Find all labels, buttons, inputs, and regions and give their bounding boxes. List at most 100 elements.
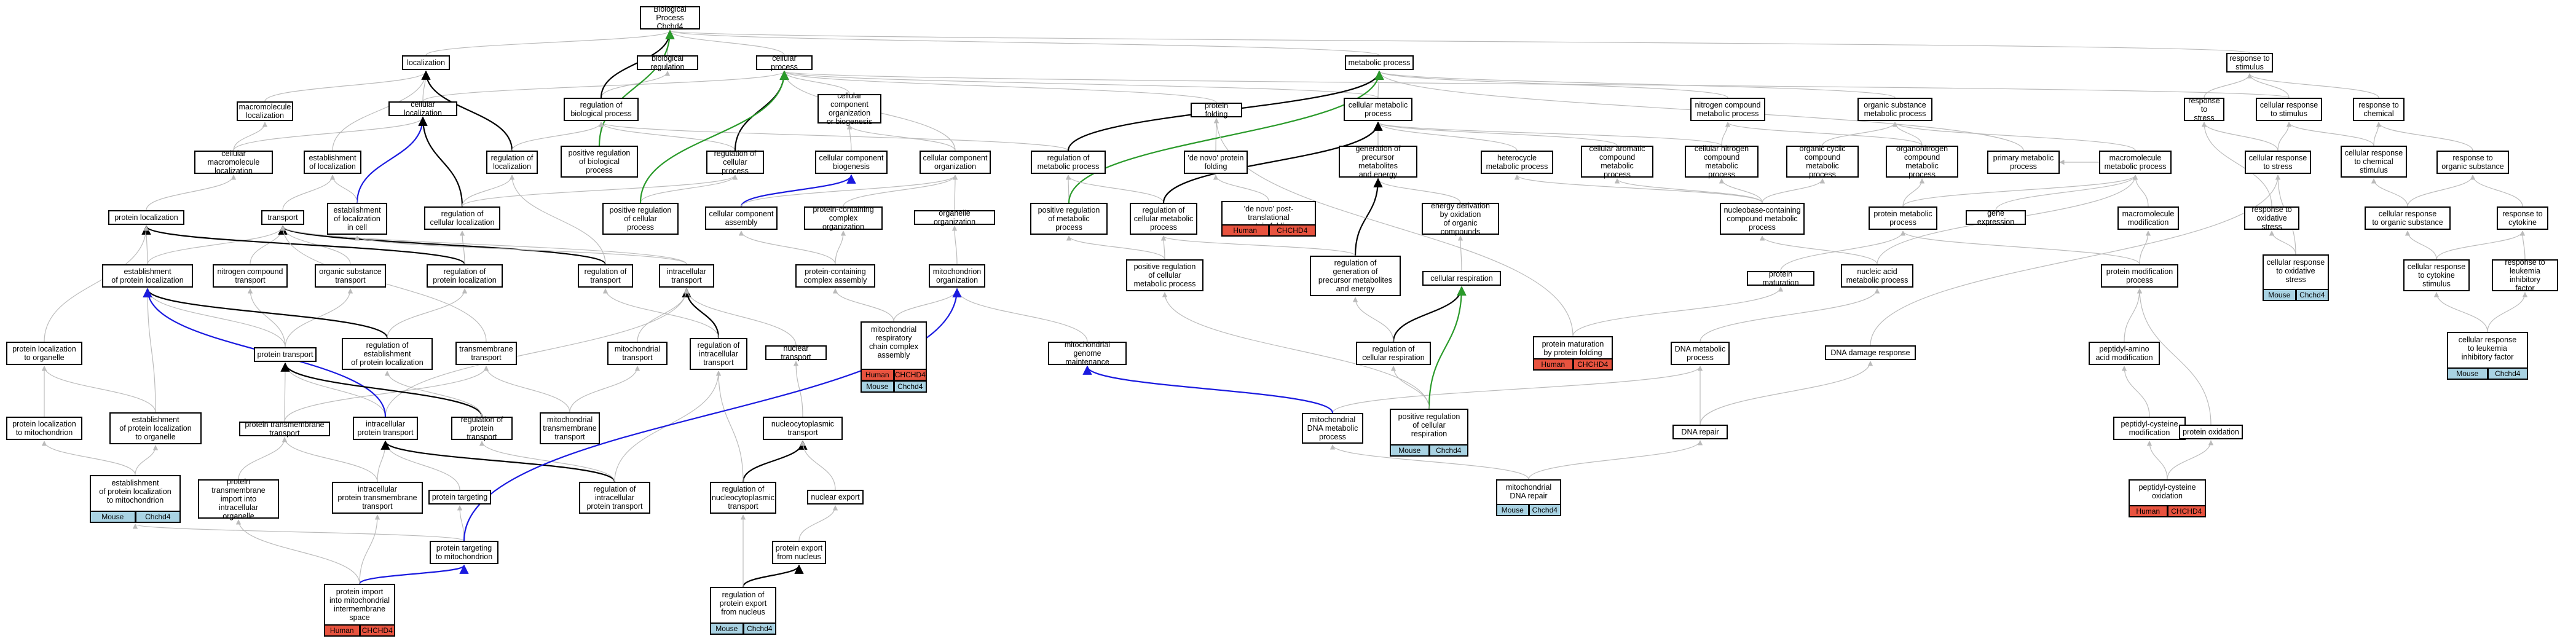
go-term-intratrans[interactable]: intracellular transport	[659, 264, 714, 288]
go-term-cellrespchem[interactable]: cellular response to chemical stimulus	[2341, 146, 2407, 178]
go-term-protmat[interactable]: protein maturation	[1747, 270, 1814, 287]
go-term-organonitro[interactable]: organonitrogen compound metabolic proces…	[1886, 144, 1958, 179]
go-term-regcellmet[interactable]: regulation of cellular metabolic process	[1130, 203, 1197, 235]
go-term-macromet[interactable]: macromolecule metabolic process	[2099, 151, 2172, 174]
go-term-prottransimport[interactable]: protein transmembrane import into intrac…	[198, 477, 279, 520]
go-term-orgsubtrans[interactable]: organic substance transport	[315, 264, 386, 288]
go-term-mitoorg[interactable]: mitochondrion organization	[929, 264, 985, 288]
go-term-cellresporg[interactable]: cellular response to organic substance	[2365, 206, 2451, 230]
go-term-protox[interactable]: protein oxidation	[2179, 425, 2243, 439]
go-term-posregcellmet[interactable]: positive regulation of cellular metaboli…	[1126, 259, 1203, 291]
go-term-intraprottrans[interactable]: intracellular protein transport	[353, 417, 418, 440]
go-term-primmet[interactable]: primary metabolic process	[1987, 151, 2060, 174]
go-term-prottargetmito[interactable]: protein targeting to mitochondrion	[430, 541, 498, 564]
go-term-regcellresp[interactable]: regulation of cellular respiration	[1356, 342, 1431, 365]
go-term-transport[interactable]: transport	[261, 210, 304, 225]
go-term-cellarom[interactable]: cellular aromatic compound metabolic pro…	[1581, 144, 1653, 179]
go-term-energy[interactable]: energy derivation by oxidation of organi…	[1422, 202, 1499, 236]
go-term-posregcellresp[interactable]: positive regulation of cellular respirat…	[1390, 409, 1468, 457]
go-term-prottargeting[interactable]: protein targeting	[428, 490, 491, 505]
go-term-nucleobase[interactable]: nucleobase-containing compound metabolic…	[1720, 203, 1805, 235]
go-term-cellrespstim[interactable]: cellular response to stimulus	[2256, 98, 2322, 121]
go-term-regestprotloc[interactable]: regulation of establishment of protein l…	[342, 338, 433, 370]
go-term-protmod[interactable]: protein modification process	[2101, 264, 2178, 288]
go-term-ccbio[interactable]: cellular component biogenesis	[815, 151, 888, 174]
go-term-posregcell[interactable]: positive regulation of cellular process	[602, 203, 679, 235]
go-term-protloc[interactable]: protein localization	[108, 210, 184, 225]
go-term-respcyto[interactable]: response to cytokine	[2497, 206, 2548, 230]
go-term-regnucleocyto[interactable]: regulation of nucleocytoplasmic transpor…	[710, 482, 776, 514]
go-term-mitotransmem[interactable]: mitochondrial transmembrane transport	[540, 412, 600, 444]
go-term-posregmet[interactable]: positive regulation of metabolic process	[1030, 203, 1108, 235]
go-term-transmem[interactable]: transmembrane transport	[455, 342, 517, 365]
go-term-macroloc[interactable]: macromolecule localization	[237, 101, 293, 121]
go-term-cellrespstress[interactable]: cellular response to stress	[2245, 151, 2311, 174]
go-term-ccassembly[interactable]: cellular component assembly	[705, 206, 778, 230]
go-term-protimport[interactable]: protein import into mitochondrial interm…	[324, 584, 395, 637]
go-term-cellproc[interactable]: cellular process	[756, 54, 813, 71]
go-term-protlocmito[interactable]: protein localization to mitochondrion	[6, 417, 82, 440]
go-term-bioreg[interactable]: biological regulation	[637, 54, 698, 71]
go-term-orgsub[interactable]: organic substance metabolic process	[1857, 98, 1932, 121]
go-term-regbio[interactable]: regulation of biological process	[564, 98, 639, 121]
go-term-prottransmem[interactable]: protein transmembrane transport	[239, 420, 330, 438]
go-term-estprotloc[interactable]: establishment of protein localization	[102, 264, 193, 288]
go-term-protlocorg[interactable]: protein localization to organelle	[6, 342, 82, 365]
go-term-posregbio[interactable]: positive regulation of biological proces…	[561, 146, 638, 178]
go-term-cellloc[interactable]: cellular localization	[388, 100, 457, 117]
go-term-dnarepair[interactable]: DNA repair	[1672, 425, 1728, 439]
go-term-intraprottransmem[interactable]: intracellular protein transmembrane tran…	[332, 482, 423, 514]
go-term-cellmet[interactable]: cellular metabolic process	[1344, 98, 1412, 121]
go-term-regloc[interactable]: regulation of localization	[486, 151, 538, 174]
go-term-regintraprottrans[interactable]: regulation of intracellular protein tran…	[579, 482, 650, 514]
go-term-protcomplexorg[interactable]: protein-containing complex organization	[804, 205, 883, 231]
go-term-reggenprec[interactable]: regulation of generation of precursor me…	[1310, 256, 1401, 296]
go-term-regprotloc[interactable]: regulation of protein localization	[427, 264, 503, 288]
go-term-estprotlocorg[interactable]: establishment of protein localization to…	[109, 412, 202, 444]
go-term-protfold[interactable]: protein folding	[1191, 101, 1242, 119]
go-term-cellrespcyto[interactable]: cellular response to cytokine stimulus	[2403, 259, 2470, 291]
go-term-estloccell[interactable]: establishment of localization in cell	[327, 203, 387, 235]
go-term-respox[interactable]: response to oxidative stress	[2244, 205, 2299, 231]
go-term-hetero[interactable]: heterocycle metabolic process	[1481, 151, 1553, 174]
go-term-regprottrans[interactable]: regulation of protein transport	[451, 415, 513, 441]
go-term-regtrans[interactable]: regulation of transport	[578, 264, 633, 288]
go-term-dnadamage[interactable]: DNA damage response	[1825, 345, 1916, 360]
go-term-estloc[interactable]: establishment of localization	[304, 151, 361, 174]
go-term-dnamet[interactable]: DNA metabolic process	[1671, 342, 1730, 365]
go-term-mitodna[interactable]: mitochondrial DNA metabolic process	[1302, 413, 1363, 444]
go-term-root[interactable]: Biological Process Chchd4	[640, 5, 700, 31]
go-term-regintratrans[interactable]: regulation of intracellular transport	[690, 338, 747, 370]
go-term-localization[interactable]: localization	[402, 55, 450, 70]
go-term-cellrespleuk[interactable]: cellular response to leukemia inhibitory…	[2447, 332, 2528, 380]
go-term-macromod[interactable]: macromolecule modification	[2117, 206, 2179, 230]
go-term-nuclearexport[interactable]: nuclear export	[807, 490, 864, 505]
go-term-nitrotrans[interactable]: nitrogen compound transport	[213, 264, 288, 288]
go-term-orgcyc[interactable]: organic cyclic compound metabolic proces…	[1786, 144, 1859, 179]
go-term-respleuk[interactable]: response to leukemia inhibitory factor	[2492, 258, 2558, 293]
go-term-geneexpr[interactable]: gene expression	[1966, 209, 2026, 226]
go-term-mitogenome[interactable]: mitochondrial genome maintenance	[1048, 340, 1127, 366]
go-term-protmet[interactable]: protein metabolic process	[1869, 206, 1937, 230]
go-term-peptidyl[interactable]: peptidyl-amino acid modification	[2089, 342, 2160, 365]
go-term-regmet[interactable]: regulation of metabolic process	[1031, 151, 1106, 174]
go-term-ccorg2[interactable]: cellular component organization	[920, 151, 991, 174]
go-term-mitorespchain[interactable]: mitochondrial respiratory chain complex …	[861, 321, 927, 393]
go-term-nucleocyto[interactable]: nucleocytoplasmic transport	[763, 417, 843, 440]
go-term-nitro[interactable]: nitrogen compound metabolic process	[1690, 98, 1765, 121]
go-term-peptcys[interactable]: peptidyl-cysteine modification	[2113, 417, 2186, 440]
go-term-resporg[interactable]: response to organic substance	[2436, 151, 2509, 174]
go-term-nucleartrans[interactable]: nuclear transport	[765, 344, 827, 361]
go-term-regprotexport[interactable]: regulation of protein export from nucleu…	[710, 587, 776, 635]
go-term-cellnitro[interactable]: cellular nitrogen compound metabolic pro…	[1685, 144, 1759, 179]
go-term-mitotrans[interactable]: mitochondrial transport	[607, 342, 668, 365]
go-term-genprec[interactable]: generation of precursor metabolites and …	[1339, 144, 1417, 179]
go-term-denovo[interactable]: 'de novo' protein folding	[1184, 151, 1248, 174]
go-term-cellmacroloc[interactable]: cellular macromolecule localization	[194, 149, 273, 175]
go-term-denovopost[interactable]: 'de novo' post-translational protein fol…	[1221, 201, 1316, 237]
go-term-cellresp[interactable]: cellular respiration	[1422, 271, 1501, 286]
